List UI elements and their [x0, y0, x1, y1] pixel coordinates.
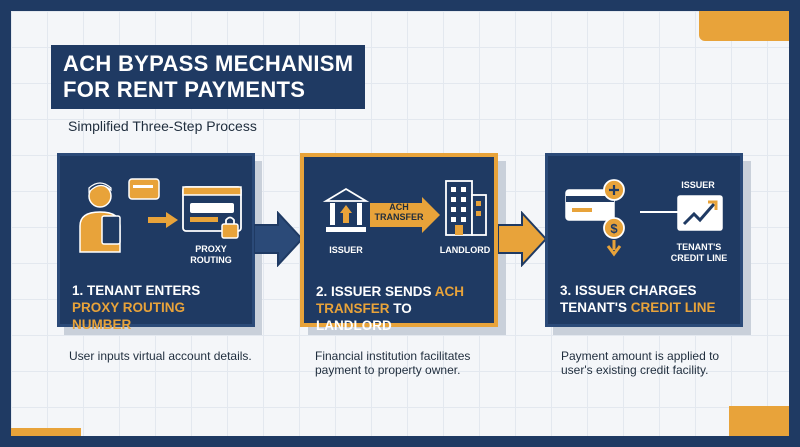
- issuer-label: ISSUER: [329, 245, 363, 255]
- tenant-icon: [79, 182, 121, 253]
- bank-icon: [322, 187, 370, 232]
- step-1-description: User inputs virtual account details.: [69, 349, 252, 363]
- building-icon: [445, 180, 487, 236]
- proxy-routing-label: PROXY ROUTING: [190, 244, 232, 265]
- step-1-panel: PROXY ROUTING 1. TENANT ENTERS PROXY ROU…: [57, 153, 255, 332]
- card-icon: [128, 178, 160, 200]
- step-2-panel: ISSUER ACH TRANSFER LANDLORD 2. ISSUER S…: [300, 153, 498, 333]
- corner-accent-bottom-left: [11, 428, 81, 436]
- browser-window-icon: [182, 186, 242, 239]
- title-line-1: ACH BYPASS MECHANISM: [63, 51, 354, 76]
- title-line-2: FOR RENT PAYMENTS: [63, 77, 306, 102]
- step-3-panel: $ ISSUER TENANT'S CREDIT LINE 3. ISSUER …: [545, 153, 743, 327]
- connector-line: [640, 211, 680, 213]
- canvas: ACH BYPASS MECHANISM FOR RENT PAYMENTS S…: [11, 11, 789, 436]
- page-title: ACH BYPASS MECHANISM FOR RENT PAYMENTS: [51, 45, 366, 109]
- step-2-heading: 2. ISSUER SENDS ACH TRANSFER TO LANDLORD: [316, 284, 465, 333]
- flow-arrow-1: [254, 211, 304, 267]
- step-3-description: Payment amount is applied to user's exis…: [561, 349, 720, 377]
- landlord-label: LANDLORD: [439, 245, 491, 255]
- ach-transfer-label: ACH TRANSFER: [374, 202, 424, 222]
- arrow-right-icon: [148, 212, 178, 228]
- flow-arrow-2: [498, 211, 548, 267]
- growth-chart-icon: [677, 195, 723, 231]
- step-1-heading: 1. TENANT ENTERS PROXY ROUTING NUMBER: [72, 283, 201, 332]
- corner-accent-top-right: [699, 11, 789, 41]
- ach-arrow-icon: [370, 197, 440, 233]
- issuer-top-label: ISSUER: [681, 180, 715, 190]
- svg-text:$: $: [610, 221, 618, 236]
- page-subtitle: Simplified Three-Step Process: [68, 118, 257, 134]
- credit-card-icon: $: [565, 179, 625, 257]
- corner-accent-bottom-right: [729, 406, 789, 436]
- tenant-credit-line-label: TENANT'S CREDIT LINE: [670, 242, 728, 263]
- step-3-heading: 3. ISSUER CHARGES TENANT'S CREDIT LINE: [560, 283, 716, 315]
- step-2-description: Financial institution facilitates paymen…: [315, 349, 471, 377]
